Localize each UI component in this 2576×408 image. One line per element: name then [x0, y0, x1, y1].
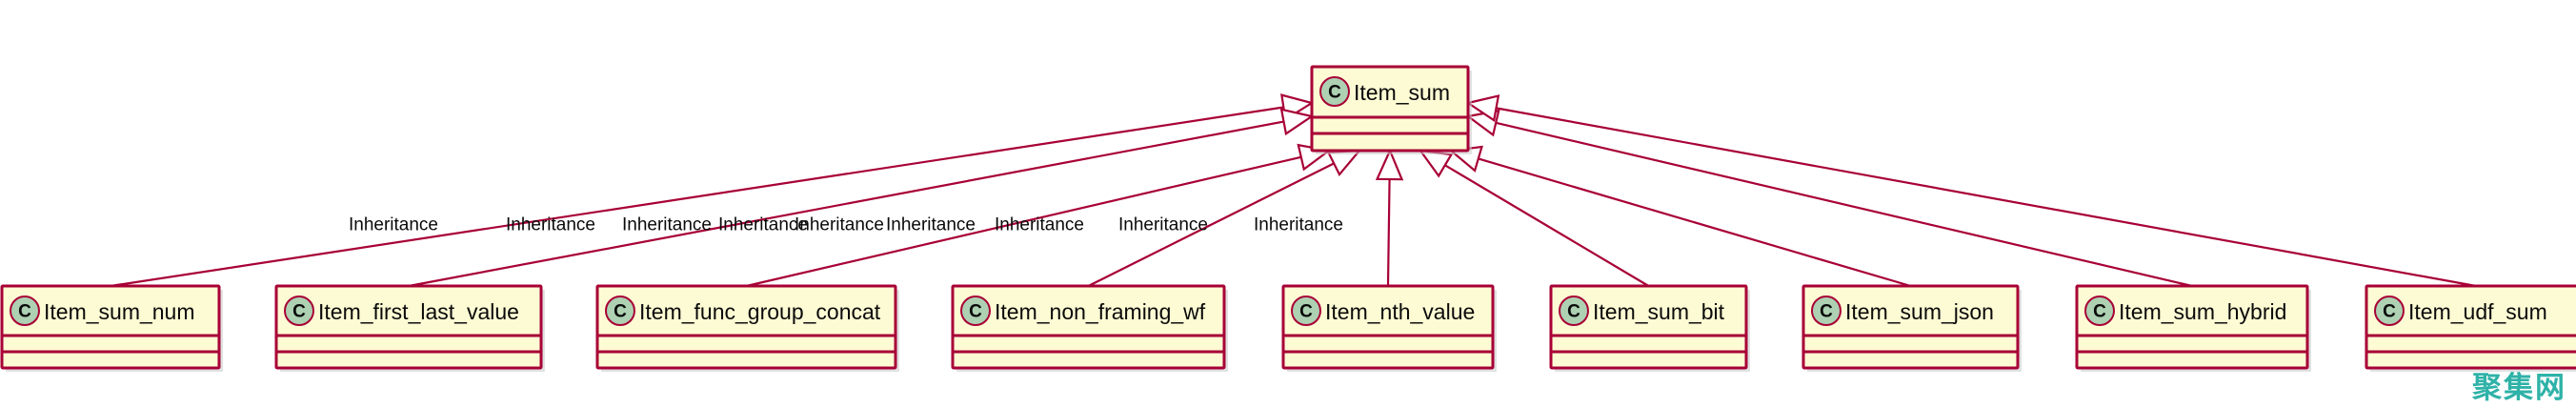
- class-nodes-layer: C Item_sum_num C Item_first_last_value C Item…: [0, 65, 2576, 372]
- inheritance-link-label: Inheritance: [1254, 215, 1343, 235]
- class-stereotype-icon: [2374, 296, 2405, 326]
- class-box: [1281, 284, 1495, 370]
- inheritance-link: [1495, 121, 2193, 288]
- class-node-item-sum-num[interactable]: C Item_sum_num: [0, 284, 223, 372]
- inheritance-link-label: Inheritance: [995, 215, 1084, 235]
- class-stereotype-letter: C: [1820, 302, 1833, 322]
- class-name-label: Item_sum: [1354, 80, 1450, 105]
- watermark: 聚集网: [2472, 371, 2566, 405]
- class-name-label: Item_func_group_concat: [639, 299, 881, 324]
- class-box: [1310, 65, 1470, 153]
- class-node-item-sum-hybrid[interactable]: C Item_sum_hybrid: [2075, 284, 2311, 372]
- inheritance-link-label: Inheritance: [718, 215, 808, 235]
- class-name-label: Item_non_framing_wf: [995, 299, 1206, 324]
- class-name-label: Item_sum_json: [1845, 299, 1994, 324]
- class-name-label: Item_nth_value: [1325, 299, 1475, 324]
- class-node-item-func-group-concat[interactable]: C Item_func_group_concat: [595, 284, 899, 372]
- inheritance-link: [110, 106, 1284, 288]
- class-node-item-nth-value[interactable]: C Item_nth_value: [1281, 284, 1497, 372]
- class-stereotype-letter: C: [614, 302, 627, 322]
- generalization-arrowhead: [1279, 108, 1315, 136]
- class-stereotype-letter: C: [1567, 302, 1580, 322]
- class-stereotype-letter: C: [18, 302, 31, 322]
- inheritance-link: [1496, 107, 2477, 288]
- class-stereotype-letter: C: [2093, 302, 2106, 322]
- class-name-label: Item_first_last_value: [318, 299, 519, 324]
- class-stereotype-icon: [10, 296, 40, 326]
- class-stereotype-icon: [284, 296, 314, 326]
- inheritance-link-label: Inheritance: [1118, 215, 1208, 235]
- class-stereotype-icon: [1559, 296, 1589, 326]
- class-stereotype-icon: [1811, 296, 1841, 326]
- class-stereotype-letter: C: [292, 302, 306, 322]
- inheritance-link-label: Inheritance: [795, 215, 884, 235]
- inheritance-link: [746, 155, 1302, 288]
- class-stereotype-icon: [1291, 296, 1321, 326]
- class-node-item-sum-bit[interactable]: C Item_sum_bit: [1549, 284, 1750, 372]
- class-box: [2365, 284, 2576, 370]
- class-stereotype-letter: C: [969, 302, 982, 322]
- class-stereotype-letter: C: [1299, 302, 1313, 322]
- generalization-arrowhead: [1375, 148, 1404, 181]
- inheritance-link: [1386, 178, 1391, 287]
- class-node-item-sum-json[interactable]: C Item_sum_json: [1801, 284, 2022, 372]
- class-stereotype-icon: [605, 296, 635, 326]
- inheritance-links-layer: [110, 93, 2477, 288]
- class-node-item-first-last-value[interactable]: C Item_first_last_value: [274, 284, 545, 372]
- class-name-label: Item_sum_bit: [1593, 299, 1725, 324]
- class-box: [2075, 284, 2309, 370]
- class-box: [274, 284, 543, 370]
- class-stereotype-letter: C: [2383, 302, 2396, 322]
- inheritance-link-label: Inheritance: [622, 215, 712, 235]
- inheritance-link: [1444, 164, 1650, 287]
- class-stereotype-icon: [2084, 296, 2115, 326]
- class-box: [0, 284, 221, 370]
- class-node-item-udf-sum[interactable]: C Item_udf_sum: [2365, 284, 2576, 372]
- generalization-arrowhead: [1465, 94, 1500, 122]
- class-name-label: Item_udf_sum: [2408, 299, 2547, 324]
- class-stereotype-icon: [960, 296, 991, 326]
- class-box: [1549, 284, 1748, 370]
- inheritance-link-label: Inheritance: [349, 215, 438, 235]
- inheritance-link-label: Inheritance: [506, 215, 595, 235]
- class-stereotype-icon: [1319, 76, 1350, 107]
- class-node-item-non-framing-wf[interactable]: C Item_non_framing_wf: [951, 284, 1228, 372]
- class-node-item-sum[interactable]: C Item_sum: [1310, 65, 1472, 154]
- class-box: [951, 284, 1226, 370]
- class-stereotype-letter: C: [1328, 83, 1341, 103]
- inheritance-link: [1478, 157, 1911, 288]
- class-box: [595, 284, 897, 370]
- inheritance-link-label: Inheritance: [886, 215, 976, 235]
- class-box: [1801, 284, 2020, 370]
- inheritance-link: [1088, 162, 1335, 287]
- class-name-label: Item_sum_num: [44, 299, 195, 324]
- inheritance-link: [408, 120, 1284, 288]
- class-name-label: Item_sum_hybrid: [2119, 299, 2286, 324]
